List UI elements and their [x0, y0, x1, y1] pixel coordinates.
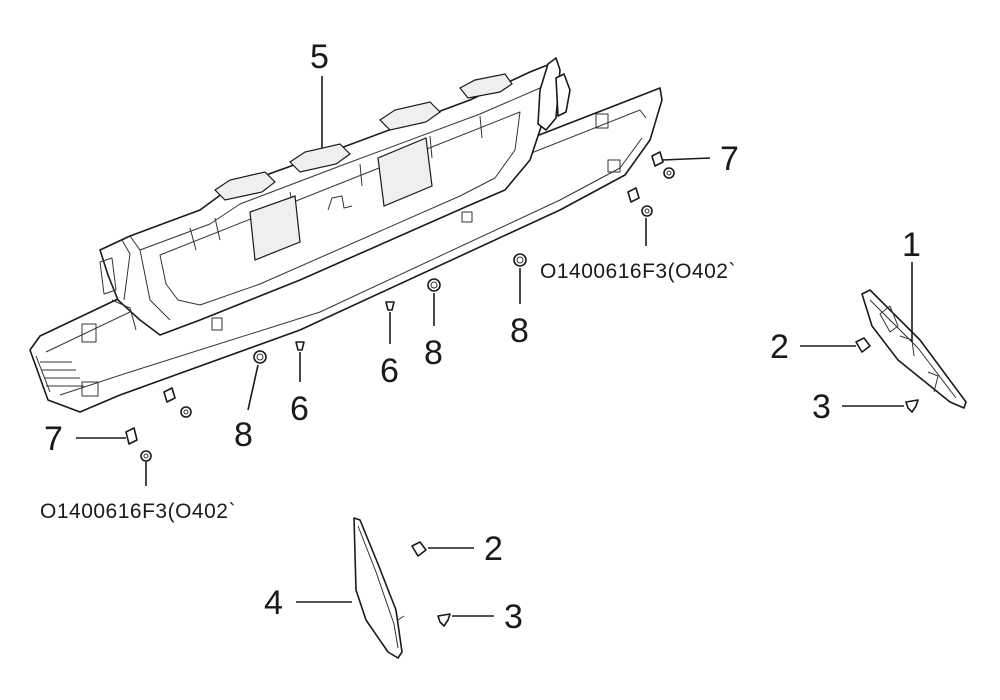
clip-7-left: [125, 387, 192, 462]
grommet-8-right: [513, 253, 527, 267]
screw-3-right: [905, 399, 919, 413]
part-number-right: O1400616F3(O402`: [540, 260, 736, 283]
callout-1: 1: [902, 226, 921, 264]
grommet-8-left: [253, 350, 267, 364]
callout-4: 4: [264, 584, 283, 622]
callout-7-left: 7: [44, 420, 63, 458]
callout-2-lower: 2: [484, 530, 503, 568]
callout-5: 5: [310, 38, 329, 76]
screw-6-right: [385, 301, 395, 311]
callout-3-right: 3: [812, 388, 831, 426]
leader-lines: [76, 76, 913, 617]
clip-7-right: [627, 151, 664, 203]
screw-6-left: [295, 341, 305, 351]
clip-2-lower: [411, 541, 427, 557]
callout-8-middle: 8: [424, 334, 443, 372]
callout-7-right: 7: [720, 140, 739, 178]
callout-2-right: 2: [770, 328, 789, 366]
part-number-left: O1400616F3(O402`: [40, 500, 236, 523]
callout-6-left: 6: [290, 390, 309, 428]
callout-3-lower: 3: [504, 598, 523, 636]
clip-2-right: [855, 337, 871, 353]
nut-right-upper: [641, 167, 675, 217]
callout-6-right: 6: [380, 352, 399, 390]
screw-3-lower: [437, 613, 451, 627]
left-side-trim: [353, 517, 405, 659]
callout-8-left: 8: [234, 416, 253, 454]
right-side-trim: [861, 289, 967, 409]
grommet-8-middle: [427, 278, 441, 292]
callout-8-right: 8: [510, 312, 529, 350]
bumper-trim-panel: [29, 57, 663, 413]
